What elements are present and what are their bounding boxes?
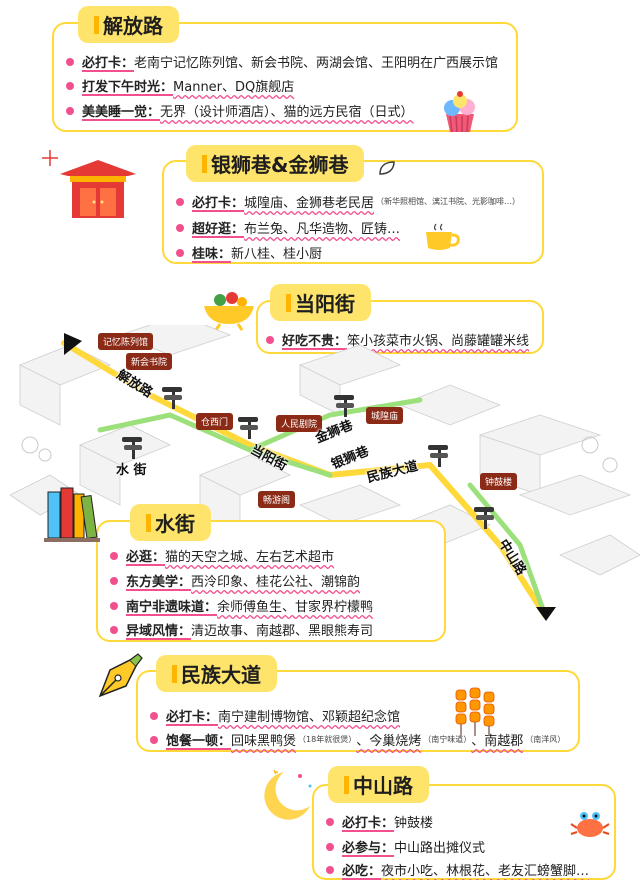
minzu-row-2: 饱餐一顿： 回味黑鸭煲 （18年就很煲） 、今巢烧烤 （南宁味道） 、南越郡 （… [150,730,565,749]
bullet-dot [66,81,74,90]
yinshixiang-row-1: 必打卡： 城隍庙、金狮巷老民居 （新华照相馆、漓江书院、光影咖啡…） [176,192,520,211]
yinshixiang-row-2: 超好逛： 布兰兔、凡华造物、匠铸… [176,218,400,237]
bullet-dot [110,625,118,634]
shuijie-row-2: 东方美学： 西泠印象、桂花公社、潮锦韵 [110,571,360,590]
arrow-end-icon [536,607,556,621]
bullet-dot [326,842,334,851]
zhongshan-row-3: 必吃： 夜市小吃、林根花、老友汇螃蟹脚… [326,860,589,879]
tea-cup-icon [426,223,460,250]
bullet-dot [150,711,158,720]
tag-changyou: 畅游阁 [258,491,296,508]
cupcake-icon [444,91,475,133]
tag-jiyi: 记忆陈列馆 [98,333,154,350]
shuijie-row-1: 必逛： 猫的天空之城、左右艺术超市 [110,546,334,565]
books-icon [44,487,100,542]
dangyang-row-1: 好吃不贵： 笨小孩菜市火锅、尚藤罐罐米线 [266,330,529,349]
street-shuijie: 水 街 [116,463,147,478]
skewers-icon [455,687,495,736]
sparkle-icon [42,150,58,166]
jiefang-row-3: 美美睡一觉： 无界（设计师酒店）、猫的远方民宿（日式） [66,101,414,120]
moon-icon [264,769,312,820]
tag-renmin: 人民剧院 [276,415,323,432]
bullet-dot [110,576,118,585]
dangyang-title: 当阳街 [270,284,371,321]
route-zhongshan [467,482,548,618]
shuijie-title: 水街 [130,504,211,541]
bullet-dot [66,57,74,66]
bullet-dot [326,865,334,874]
route-jinshi [247,397,423,453]
tag-chenghuang: 城隍庙 [366,407,404,424]
bullet-dot [110,551,118,560]
jiefang-row-2: 打发下午时光： Manner、DQ旗舰店 [66,76,294,95]
arrow-start-icon [64,333,82,355]
bullet-dot [326,817,334,826]
bullet-dot [176,197,184,206]
dangyang-card [256,300,544,354]
jiefang-row-1: 必打卡： 老南宁记忆陈列馆、新会书院、两湖会馆、王阳明在广西展示馆 [66,52,498,71]
bullet-dot [176,248,184,257]
shuijie-row-4: 异域风情： 清迈故事、南越郡、黑眼熊寿司 [110,620,373,639]
route-shuijie [97,412,333,478]
yinshixiang-title: 银狮巷&金狮巷 [186,145,365,182]
bullet-dot [266,335,274,344]
hotpot-icon [204,292,254,331]
bullet-dot [176,223,184,232]
pen-nib-icon [98,653,143,698]
minzu-title: 民族大道 [156,655,277,692]
jiefang-title: 解放路 [78,6,179,43]
zhongshan-row-1: 必打卡： 钟鼓楼 [326,812,433,831]
bullet-dot [110,601,118,610]
bullet-dot [150,735,158,744]
tag-cangximen: 仓西门 [196,413,234,430]
shuijie-row-3: 南宁非遗味道： 余师傅鱼生、甘家界柠檬鸭 [110,596,373,615]
zhongshan-row-2: 必参与： 中山路出摊仪式 [326,837,485,856]
tag-xinhui: 新会书院 [126,353,173,370]
crab-icon [570,812,610,837]
yinshixiang-row-3: 桂味： 新八桂、桂小厨 [176,243,322,262]
zhongshan-title: 中山路 [328,766,429,803]
street-map: 记忆陈列馆 新会书院 仓西门 人民剧院 城隍庙 钟鼓楼 畅游阁 解放路 当阳街 … [0,314,640,655]
bullet-dot [66,106,74,115]
leaf-icon [379,161,395,175]
tag-zhonggu: 钟鼓楼 [480,473,518,490]
minzu-row-1: 必打卡： 南宁建制博物馆、邓颖超纪念馆 [150,706,400,725]
chinese-gate-icon [60,160,136,218]
